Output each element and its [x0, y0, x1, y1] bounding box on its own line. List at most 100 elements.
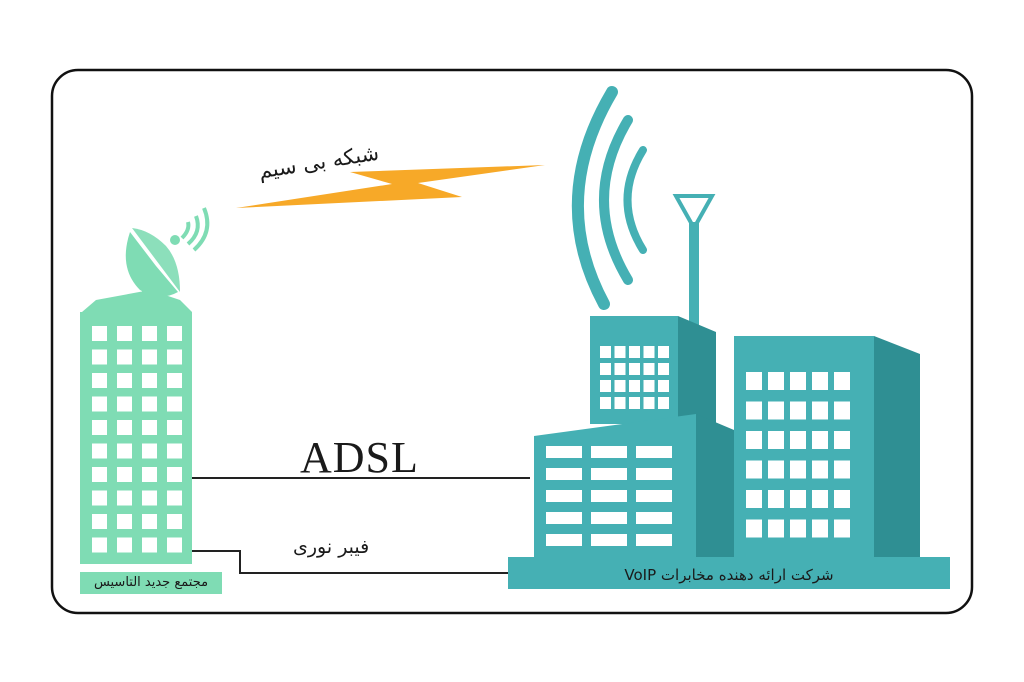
window: [746, 460, 762, 479]
window: [92, 467, 107, 482]
window: [117, 467, 132, 482]
satellite-dish-icon: [82, 207, 210, 312]
radio-waves-icon: [571, 86, 647, 310]
window: [117, 537, 132, 553]
window: [658, 346, 669, 358]
new-complex-building: [80, 207, 210, 564]
window: [117, 514, 132, 529]
fiber-optic-label: فیبر نوری: [293, 536, 370, 558]
window: [636, 490, 672, 502]
window: [92, 537, 107, 553]
window: [142, 420, 157, 435]
window: [629, 397, 640, 409]
window: [746, 431, 762, 449]
window: [834, 431, 850, 449]
window: [768, 490, 784, 508]
window: [614, 346, 626, 358]
window: [167, 514, 182, 529]
window: [600, 397, 611, 409]
window: [790, 372, 806, 390]
window: [629, 346, 640, 358]
window: [546, 446, 582, 458]
window: [746, 401, 762, 420]
window: [746, 519, 762, 538]
window: [643, 363, 655, 375]
window: [768, 372, 784, 390]
window: [768, 401, 784, 420]
window: [812, 490, 828, 508]
window: [167, 326, 182, 341]
window: [142, 467, 157, 482]
window: [117, 326, 132, 341]
window: [614, 397, 626, 409]
window: [142, 490, 157, 506]
diagram-frame: [50, 68, 974, 615]
window: [591, 490, 627, 502]
window: [746, 372, 762, 390]
window: [834, 490, 850, 508]
window: [614, 380, 626, 392]
window: [117, 490, 132, 506]
window: [658, 397, 669, 409]
window: [629, 363, 640, 375]
window: [591, 534, 627, 546]
fiber-line: [192, 550, 510, 574]
window: [636, 512, 672, 524]
window: [117, 349, 132, 365]
window: [117, 373, 132, 388]
window: [117, 396, 132, 412]
window: [812, 519, 828, 538]
window: [546, 512, 582, 524]
window: [142, 396, 157, 412]
window: [768, 460, 784, 479]
window: [92, 514, 107, 529]
window: [658, 363, 669, 375]
lightning-bolt-icon: [236, 165, 545, 208]
window: [658, 380, 669, 392]
window: [92, 396, 107, 412]
window: [600, 363, 611, 375]
window: [790, 490, 806, 508]
window: [812, 401, 828, 420]
window: [636, 468, 672, 480]
window: [790, 519, 806, 538]
window: [834, 401, 850, 420]
window: [812, 431, 828, 449]
antenna-icon: [672, 194, 716, 330]
window: [167, 373, 182, 388]
window: [790, 431, 806, 449]
window: [643, 346, 655, 358]
window: [92, 420, 107, 435]
window: [790, 401, 806, 420]
window: [92, 326, 107, 341]
window: [768, 431, 784, 449]
window: [142, 373, 157, 388]
window: [600, 380, 611, 392]
window: [790, 460, 806, 479]
provider-buildings: [508, 86, 950, 589]
window: [92, 349, 107, 365]
window: [167, 537, 182, 553]
adsl-label: ADSL: [300, 433, 419, 482]
window: [768, 519, 784, 538]
window: [167, 443, 182, 459]
window: [92, 490, 107, 506]
window: [746, 490, 762, 508]
window: [142, 537, 157, 553]
window: [812, 460, 828, 479]
window: [600, 346, 611, 358]
voip-provider-label: شرکت ارائه دهنده مخابرات VoIP: [624, 566, 834, 584]
window: [142, 443, 157, 459]
window: [92, 443, 107, 459]
window: [643, 380, 655, 392]
window: [812, 372, 828, 390]
window: [167, 396, 182, 412]
window: [636, 446, 672, 458]
window: [591, 468, 627, 480]
window: [167, 490, 182, 506]
window: [591, 446, 627, 458]
window: [636, 534, 672, 546]
window: [142, 514, 157, 529]
new-complex-label: مجتمع جدید التاسیس: [80, 572, 222, 594]
